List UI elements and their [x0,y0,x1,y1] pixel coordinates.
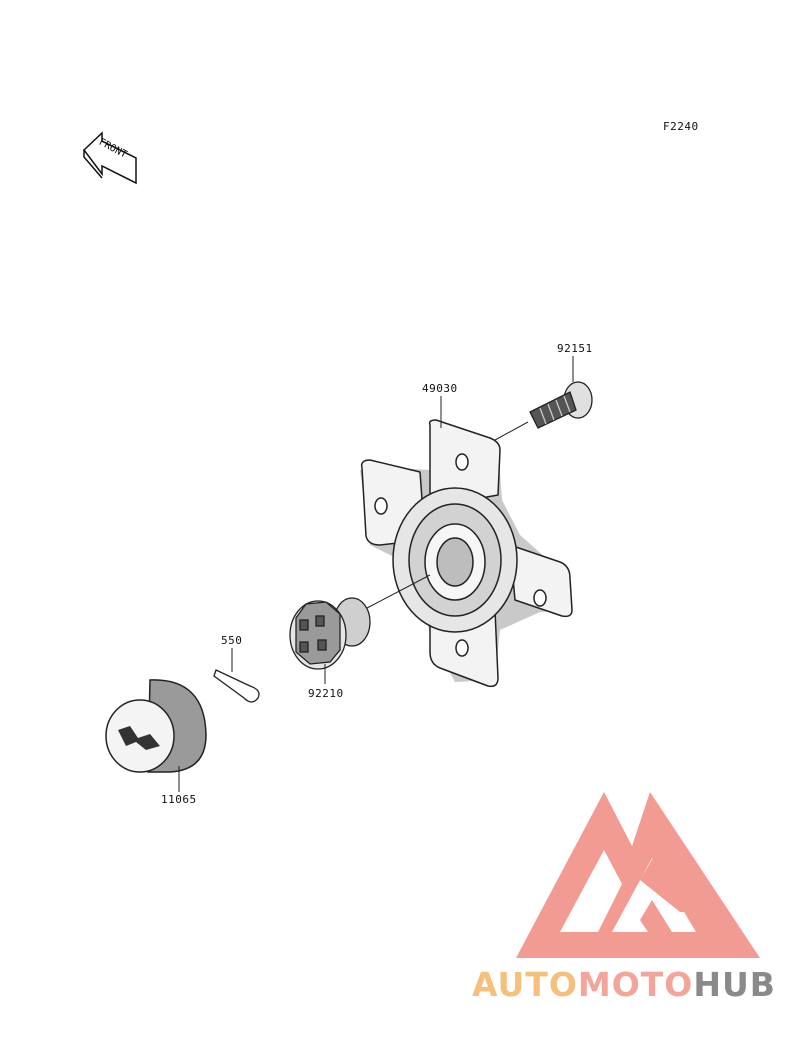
part-label-49030[interactable]: 49030 [422,382,458,395]
part-label-11065[interactable]: 11065 [161,793,197,806]
watermark-hub: HUB [693,965,776,1004]
watermark-auto: AUTO [472,965,578,1004]
leader-lines [178,356,574,792]
cotter-pin-550[interactable] [213,669,260,703]
hub-flange-49030[interactable] [360,419,573,688]
front-arrow-icon: FRONT [82,131,137,185]
part-label-550[interactable]: 550 [221,634,243,647]
watermark-moto: MOTO [577,965,694,1004]
watermark-brand: AUTOMOTOHUB [472,965,776,1004]
stud-bolt-92151[interactable] [494,381,593,441]
part-label-92151[interactable]: 92151 [557,342,593,355]
castle-nut-92210[interactable] [289,574,431,670]
part-label-92210[interactable]: 92210 [308,687,344,700]
figure-code: F2240 [663,120,699,133]
hub-cap-11065[interactable] [105,679,207,773]
watermark-logo-icon [516,792,760,958]
